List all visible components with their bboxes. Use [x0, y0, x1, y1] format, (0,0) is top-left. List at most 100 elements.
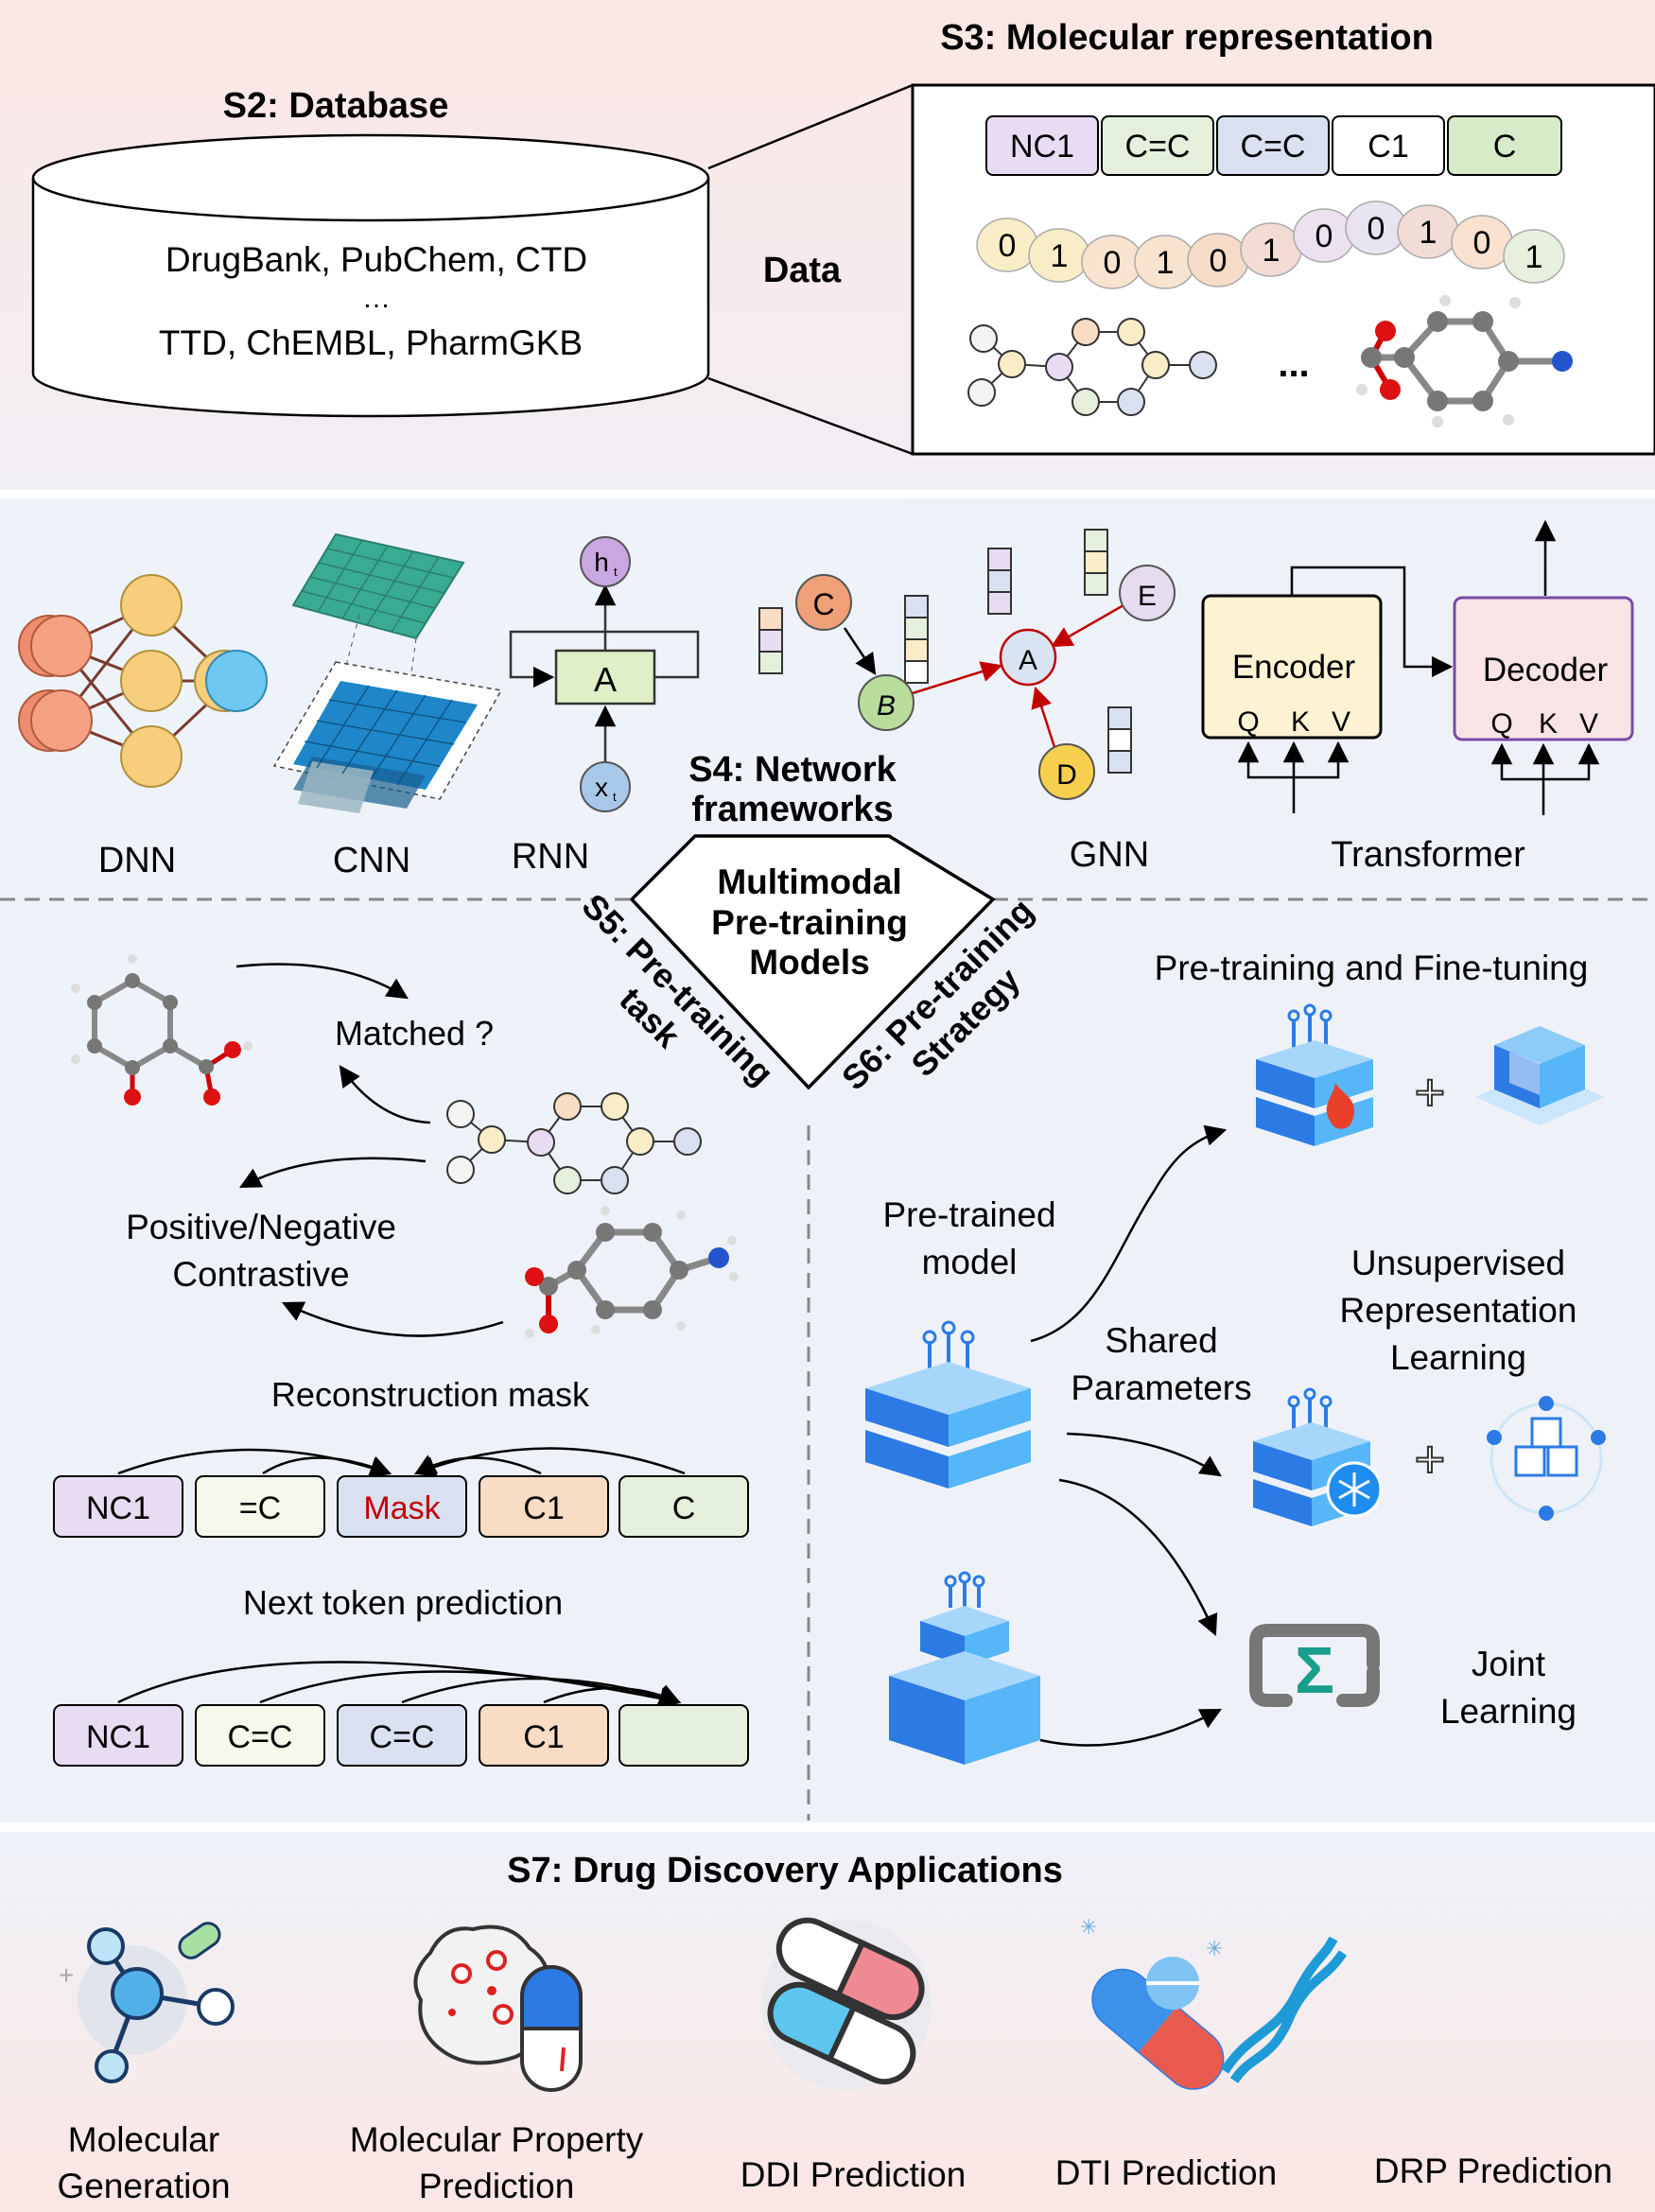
matched-label: Matched ?: [335, 1014, 494, 1053]
encoder-k: K: [1291, 706, 1310, 738]
decoder-v: V: [1579, 708, 1598, 740]
rnn-cell: A: [594, 660, 617, 699]
app2-line1: Molecular Property: [350, 2120, 644, 2159]
transformer-label: Transformer: [1331, 835, 1525, 875]
plus-icon: +: [1415, 1429, 1446, 1489]
molecular-property-icon: [413, 1925, 583, 2092]
app1-line2: Generation: [57, 2167, 230, 2205]
molecular-graph-icon: [967, 318, 1217, 416]
empty-next-token: [618, 1704, 749, 1767]
pretraining-strategy: Pre-training and Fine-tuning + Pre-train…: [865, 949, 1606, 1765]
s4-title-line1: S4: Network: [688, 750, 897, 790]
encoder-label: Encoder: [1232, 649, 1356, 686]
pretrained-line1: Pre-trained: [882, 1195, 1055, 1234]
encoder-q: Q: [1237, 706, 1259, 738]
center-line3: Models: [749, 943, 869, 982]
recon-token: C1: [523, 1490, 564, 1526]
benzoic-molecule-icon: [71, 954, 253, 1106]
s7-title: S7: Drug Discovery Applications: [507, 1851, 1063, 1890]
sigma-glyph: Σ: [1295, 1633, 1334, 1707]
unsup-line1: Unsupervised: [1351, 1244, 1565, 1282]
representation-cubes-icon: [1487, 1396, 1606, 1521]
frozen-model-snowflake-icon: [1253, 1387, 1383, 1526]
joint-line2: Learning: [1440, 1692, 1577, 1731]
cnn-label: CNN: [333, 841, 410, 880]
sigma-icon: Σ: [1249, 1624, 1380, 1707]
recon-token: NC1: [86, 1490, 150, 1526]
decoder-q: Q: [1490, 708, 1512, 740]
unsup-line3: Learning: [1390, 1338, 1526, 1377]
recon-token: C: [672, 1490, 696, 1526]
gnn-icon: C B A E D GNN: [758, 529, 1176, 875]
joint-line1: Joint: [1472, 1645, 1546, 1683]
next-token: C=C: [228, 1719, 293, 1755]
center-line1: Multimodal: [717, 862, 901, 901]
fingerprint-bits: 0 1 0 1 0 1 0 0 1 0 1: [976, 200, 1565, 289]
smiles-tokens: NC1 C=C C=C C1 C: [985, 115, 1562, 176]
dnn-label: DNN: [98, 841, 176, 880]
decoder-k: K: [1539, 708, 1558, 740]
token-text: C: [1493, 129, 1517, 165]
rnn-input-sub: t: [613, 790, 617, 804]
contrastive-line2: Contrastive: [172, 1255, 349, 1294]
ddi-pills-icon: [761, 1917, 932, 2090]
pretrained-model-icon: [865, 1320, 1031, 1489]
app3-label: DDI Prediction: [740, 2155, 967, 2194]
bit: 0: [1210, 243, 1228, 279]
bit: 1: [1157, 245, 1175, 281]
token-box: [1332, 115, 1445, 176]
dti-pill-dna-icon: ✳ ✳: [1080, 1915, 1348, 2090]
svg-text:✳: ✳: [1206, 1937, 1223, 1960]
gnn-node: C: [812, 587, 834, 621]
recon-title: Reconstruction mask: [271, 1375, 590, 1414]
rnn-output: h: [594, 548, 609, 577]
svg-text:✳: ✳: [1080, 1915, 1097, 1939]
s3-title: S3: Molecular representation: [940, 18, 1434, 58]
data-pyramid-model-icon: [889, 1571, 1040, 1765]
rnn-label: RNN: [512, 837, 589, 877]
rnn-input: x: [595, 773, 608, 802]
unsup-line2: Representation: [1340, 1291, 1577, 1330]
db-line1: DrugBank, PubChem, CTD: [166, 240, 587, 279]
mask-token: Mask: [363, 1490, 441, 1526]
decoder-label: Decoder: [1483, 652, 1609, 688]
shared-line2: Parameters: [1071, 1368, 1251, 1407]
token-text: C1: [1368, 129, 1408, 165]
rnn-icon: A h t x t RNN: [509, 536, 700, 877]
database-cylinder: [31, 178, 710, 418]
bit: 0: [1315, 218, 1333, 254]
token-box: [1216, 115, 1330, 176]
app2-line2: Prediction: [419, 2167, 575, 2205]
pft-label: Pre-training and Fine-tuning: [1155, 949, 1589, 987]
molecule-graph-mid-icon: [446, 1092, 702, 1194]
next-token: C1: [523, 1719, 564, 1755]
aminobenzoic-molecule-icon: [525, 1206, 739, 1338]
bit: 1: [1525, 239, 1543, 275]
shared-line1: Shared: [1105, 1321, 1217, 1360]
db-ellipsis: …: [362, 283, 391, 314]
molecular-generation-icon: +: [59, 1922, 235, 2083]
bit: 0: [1104, 245, 1122, 281]
contrastive-line1: Positive/Negative: [126, 1208, 396, 1246]
gnn-label: GNN: [1070, 835, 1149, 875]
next-token: C=C: [370, 1719, 435, 1755]
gnn-node: A: [1019, 645, 1037, 676]
token-box: [1447, 115, 1562, 176]
db-line2: TTD, ChEMBL, PharmGKB: [159, 323, 583, 362]
plus-icon: +: [1415, 1062, 1446, 1122]
next-title: Next token prediction: [243, 1583, 563, 1622]
s4-title-line2: frameworks: [691, 790, 893, 829]
bit: 0: [1473, 225, 1491, 261]
task-head-cube-icon: [1475, 1026, 1605, 1125]
ball-stick-molecule-icon: [1356, 295, 1573, 427]
applications-section: S7: Drug Discovery Applications + Molecu…: [57, 1851, 1612, 2205]
rnn-output-sub: t: [614, 565, 618, 579]
token-text: C=C: [1241, 129, 1306, 165]
bit: 1: [1420, 215, 1437, 251]
gnn-node: E: [1138, 581, 1157, 612]
data-label: Data: [763, 251, 842, 290]
representation-section: S3: Molecular representation NC1 C=C C=C…: [911, 18, 1655, 456]
svg-text:+: +: [59, 1960, 74, 1990]
decoder-box: [1453, 596, 1634, 741]
pretraining-tasks: Matched ? Positive/Negative: [53, 954, 749, 1767]
